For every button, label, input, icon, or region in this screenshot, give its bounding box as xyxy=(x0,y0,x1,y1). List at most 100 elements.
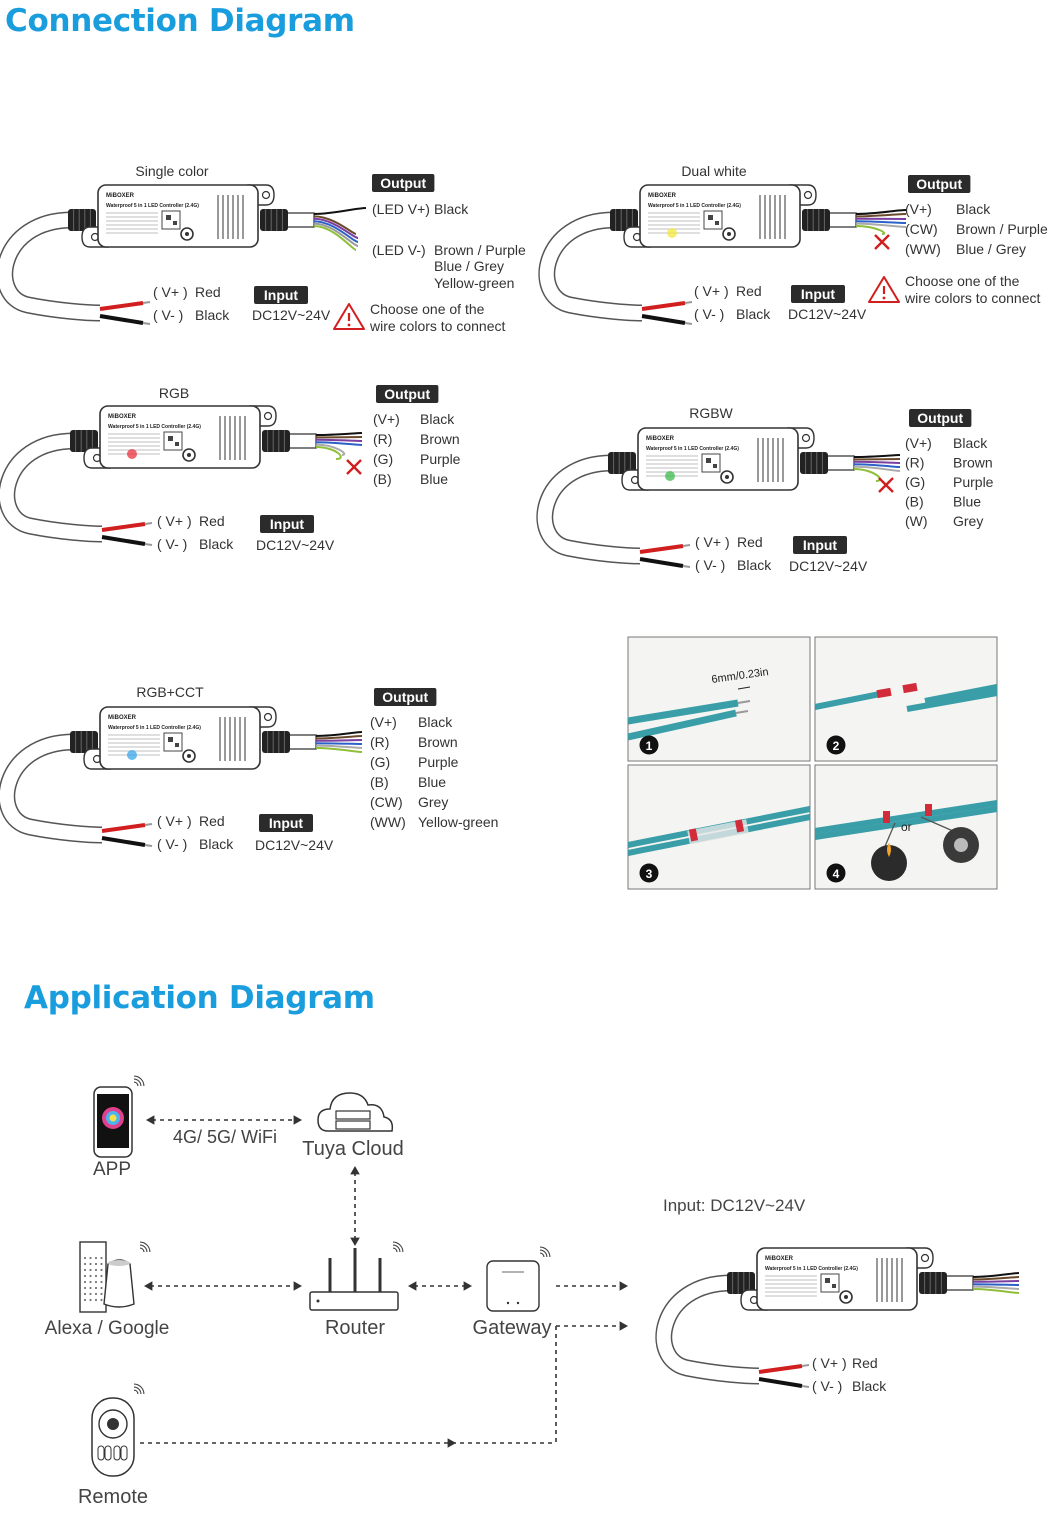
output-badge: Output xyxy=(374,688,437,706)
wifi-icon xyxy=(133,1075,145,1087)
output-wire xyxy=(315,735,363,740)
output-wire-color: Brown xyxy=(953,455,993,471)
cloud-icon xyxy=(317,1092,394,1132)
output-wire-color: Blue / Grey xyxy=(434,258,504,274)
cable-image xyxy=(906,690,998,712)
black-wire xyxy=(639,557,684,568)
output-wire xyxy=(853,465,901,472)
connector-image xyxy=(902,682,918,694)
output-terminal: (B) xyxy=(905,494,924,510)
wifi-icon xyxy=(539,1246,551,1258)
output-wire xyxy=(315,441,363,446)
input-wire-color: Black xyxy=(199,836,234,852)
brand-label: MiBOXER xyxy=(765,1256,794,1262)
step-number-badge xyxy=(639,863,659,883)
output-wire xyxy=(972,1288,1020,1294)
input-wire-color: Red xyxy=(199,513,225,529)
output-badge: Output xyxy=(372,174,435,192)
input-terminal: ( V+ ) xyxy=(157,513,192,529)
button-icon xyxy=(182,749,196,763)
strain-relief xyxy=(260,209,288,231)
qr-code-icon xyxy=(703,210,723,230)
step-number-badge xyxy=(639,735,659,755)
output-wire-color: Blue xyxy=(953,494,981,510)
output-terminal: (V+) xyxy=(905,201,932,217)
step-number: 3 xyxy=(646,867,653,881)
output-badge-text: Output xyxy=(384,386,430,402)
warning-text: wire colors to connect xyxy=(904,290,1041,306)
output-wire xyxy=(972,1276,1020,1281)
qr-code-icon xyxy=(163,431,183,451)
output-wire-color: Black xyxy=(953,435,988,451)
red-wire xyxy=(639,544,684,554)
output-terminal: (V+) xyxy=(370,714,397,730)
black-wire xyxy=(758,1377,803,1388)
output-wire-color: Blue xyxy=(420,471,448,487)
cross-icon xyxy=(878,477,894,493)
step-number-badge xyxy=(826,735,846,755)
model-label: Waterproof 5 in 1 LED Controller (2.4G) xyxy=(108,725,201,731)
model-label: Waterproof 5 in 1 LED Controller (2.4G) xyxy=(646,446,739,452)
router-icon xyxy=(309,1248,399,1311)
input-badge: Input xyxy=(793,536,847,554)
output-wire-color: Yellow-green xyxy=(434,275,514,291)
or-label: or xyxy=(901,820,912,834)
input-voltage: DC12V~24V xyxy=(252,307,331,323)
qr-code-icon xyxy=(163,732,183,752)
arrow-head xyxy=(408,1281,417,1291)
warning-icon xyxy=(868,276,900,303)
output-wire xyxy=(313,225,357,251)
output-cable xyxy=(285,212,315,228)
button-icon xyxy=(180,227,194,241)
output-wire-color: Purple xyxy=(953,474,994,490)
remote-control-icon xyxy=(91,1397,135,1477)
step-number-badge xyxy=(826,863,846,883)
strain-relief xyxy=(262,731,290,753)
arrow-head xyxy=(350,1166,360,1175)
gateway-icon xyxy=(486,1260,540,1312)
input-wire-color: Black xyxy=(199,536,234,552)
output-terminal: (WW) xyxy=(905,241,941,257)
mode-title: Single color xyxy=(135,163,208,179)
output-badge-bg xyxy=(909,409,972,427)
status-led-icon xyxy=(665,471,675,481)
input-terminal: ( V+ ) xyxy=(153,284,188,300)
button-icon xyxy=(839,1290,853,1304)
wiring-step-photo: or 4 xyxy=(814,764,998,890)
input-wire-color: Black xyxy=(737,557,772,573)
connector-image xyxy=(687,819,749,845)
input-terminal: ( V- ) xyxy=(157,836,187,852)
input-badge-bg xyxy=(791,285,845,303)
output-badge-bg xyxy=(376,385,439,403)
output-wire xyxy=(315,747,363,753)
output-wire xyxy=(315,446,342,460)
input-badge-text: Input xyxy=(270,516,305,532)
output-wire xyxy=(315,742,363,745)
output-badge: Output xyxy=(908,175,971,193)
input-voltage-label: Input: DC12V~24V xyxy=(663,1196,806,1215)
step-number: 2 xyxy=(833,739,840,753)
mode-title: RGBW xyxy=(689,405,733,421)
cable-image xyxy=(924,684,998,704)
black-wire xyxy=(641,314,686,325)
arrow-head xyxy=(447,1438,456,1448)
wifi-icon xyxy=(139,1241,151,1253)
input-terminal: ( V+ ) xyxy=(812,1355,847,1371)
warning-text: Choose one of the xyxy=(905,273,1020,289)
output-wire xyxy=(972,1272,1020,1278)
output-wire-color: Brown xyxy=(420,431,460,447)
wifi-icon xyxy=(392,1241,404,1253)
output-terminal: (CW) xyxy=(370,794,403,810)
connector-image xyxy=(876,687,892,699)
brand-label: MiBOXER xyxy=(108,414,137,420)
output-wire xyxy=(855,209,907,215)
step-number: 4 xyxy=(833,867,840,881)
output-terminal: (W) xyxy=(905,513,928,529)
wifi-icon xyxy=(133,1383,145,1395)
output-wire-color: Blue xyxy=(418,774,446,790)
output-cable xyxy=(825,455,855,471)
